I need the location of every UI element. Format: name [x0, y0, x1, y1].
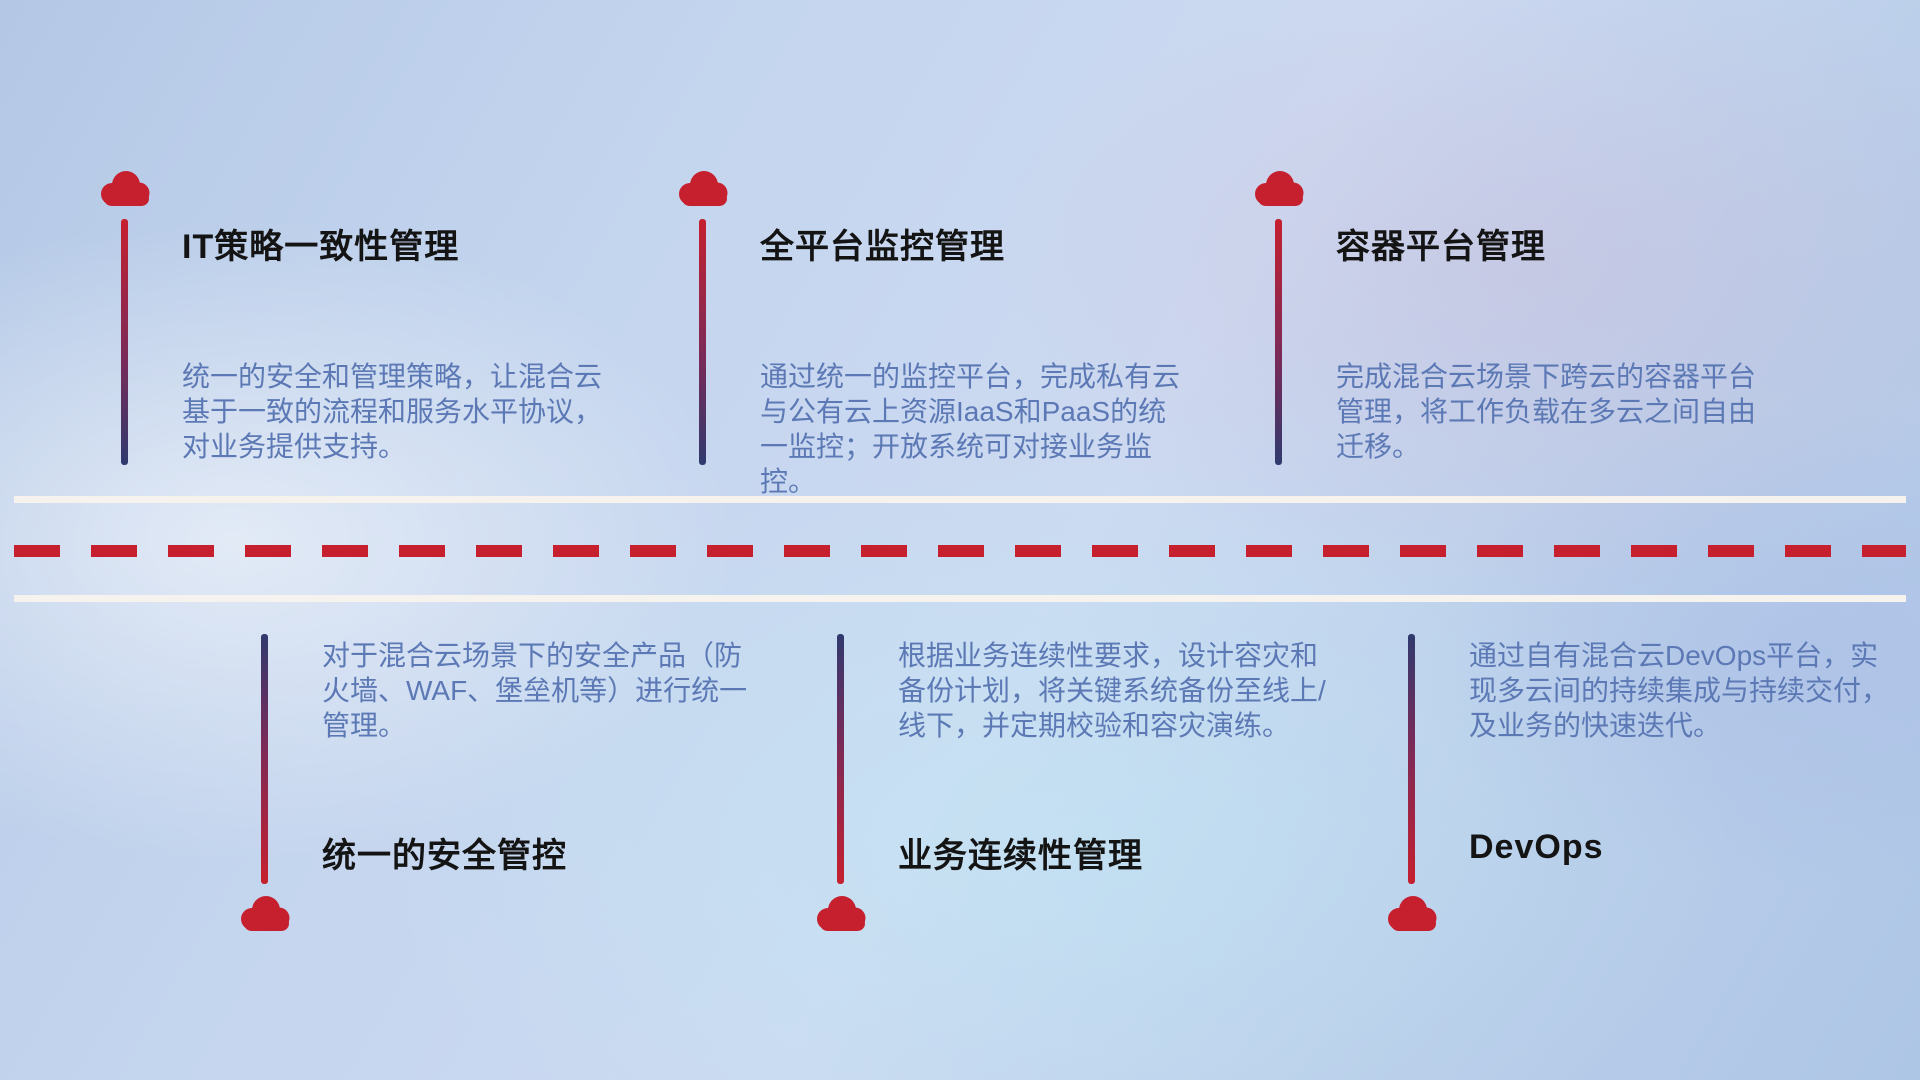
feature-title: 业务连续性管理 — [898, 837, 1143, 875]
road-dashed-center-line — [14, 545, 1906, 557]
feature-description: 对于混合云场景下的安全产品（防火墙、WAF、堡垒机等）进行统一管理。 — [322, 640, 748, 741]
cloud-icon — [236, 894, 294, 932]
feature-description: 统一的安全和管理策略，让混合云基于一致的流程和服务水平协议，对业务提供支持。 — [182, 361, 603, 462]
timeline-connector — [699, 219, 706, 465]
timeline-connector — [121, 219, 128, 465]
feature-description: 通过统一的监控平台，完成私有云与公有云上资源IaaS和PaaS的统一监控；开放系… — [760, 361, 1181, 497]
cloud-icon — [96, 169, 154, 207]
timeline-connector — [261, 634, 268, 884]
road-edge-line — [14, 595, 1906, 602]
feature-title: 统一的安全管控 — [322, 837, 567, 875]
timeline-connector — [1275, 219, 1282, 465]
cloud-icon — [674, 169, 732, 207]
timeline-connector — [837, 634, 844, 884]
feature-title: IT策略一致性管理 — [182, 228, 460, 266]
cloud-icon — [812, 894, 870, 932]
feature-description: 根据业务连续性要求，设计容灾和备份计划，将关键系统备份至线上/线下，并定期校验和… — [898, 640, 1326, 741]
feature-title: 容器平台管理 — [1336, 228, 1546, 266]
road-edge-line — [14, 496, 1906, 503]
feature-title: DevOps — [1469, 828, 1604, 866]
cloud-icon — [1250, 169, 1308, 207]
feature-description: 通过自有混合云DevOps平台，实现多云间的持续集成与持续交付，及业务的快速迭代… — [1469, 640, 1890, 741]
cloud-icon — [1383, 894, 1441, 932]
feature-description: 完成混合云场景下跨云的容器平台管理，将工作负载在多云之间自由迁移。 — [1336, 361, 1757, 462]
timeline-connector — [1408, 634, 1415, 884]
feature-title: 全平台监控管理 — [760, 228, 1005, 266]
